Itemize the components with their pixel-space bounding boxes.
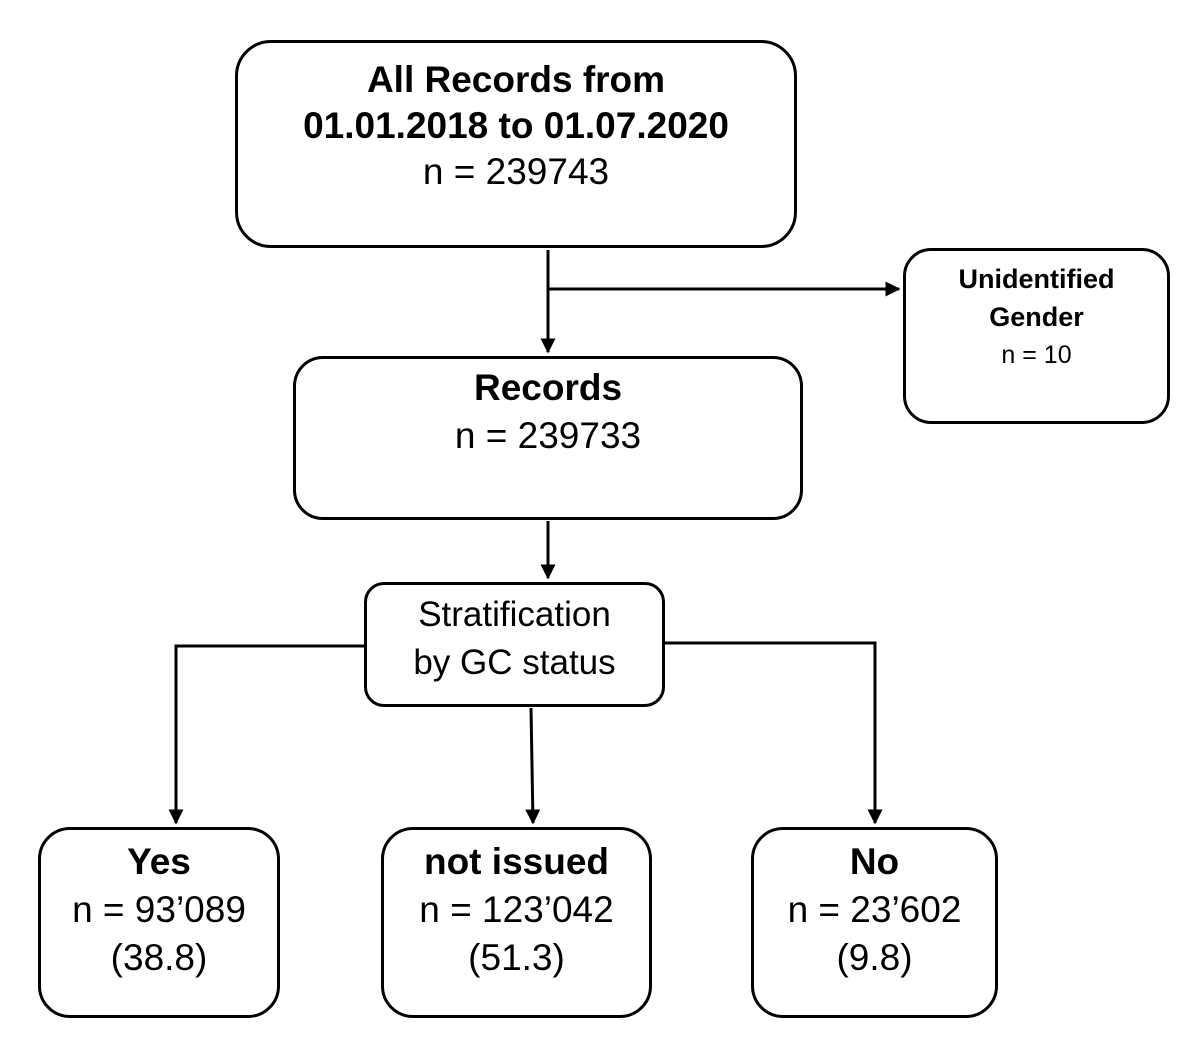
not-issued-percent: (51.3) [468,937,565,978]
unidentified-gender-box: Unidentified Gender n = 10 [903,248,1170,424]
yes-box: Yes n = 93’089 (38.8) [38,827,280,1018]
yes-percent: (38.8) [110,937,208,978]
unidentified-title-line1: Unidentified [958,264,1115,294]
all-records-title-line1: All Records from [366,59,666,100]
records-title: Records [473,367,623,408]
arrow-to-not-issued [525,707,541,825]
unidentified-count: n = 10 [1001,341,1072,369]
stratification-box: Stratification by GC status [364,582,665,707]
no-count: n = 23’602 [787,889,962,930]
yes-count: n = 93’089 [72,889,246,930]
no-percent: (9.8) [836,937,913,978]
yes-title: Yes [127,841,191,882]
not-issued-title: not issued [423,841,610,882]
no-title: No [849,841,900,882]
all-records-count: n = 239743 [422,151,610,192]
stratification-line1: Stratification [418,595,611,634]
not-issued-count: n = 123’042 [419,889,614,930]
records-box: Records n = 239733 [293,356,803,520]
all-records-title-line2: 01.01.2018 to 01.07.2020 [303,105,729,146]
unidentified-title-line2: Gender [989,302,1084,332]
arrow-to-yes [168,644,364,825]
stratification-line2: by GC status [413,643,616,682]
arrow-to-no [665,641,883,825]
not-issued-box: not issued n = 123’042 (51.3) [381,827,652,1018]
all-records-box: All Records from 01.01.2018 to 01.07.202… [235,40,797,248]
no-box: No n = 23’602 (9.8) [751,827,998,1018]
records-count: n = 239733 [454,415,642,456]
